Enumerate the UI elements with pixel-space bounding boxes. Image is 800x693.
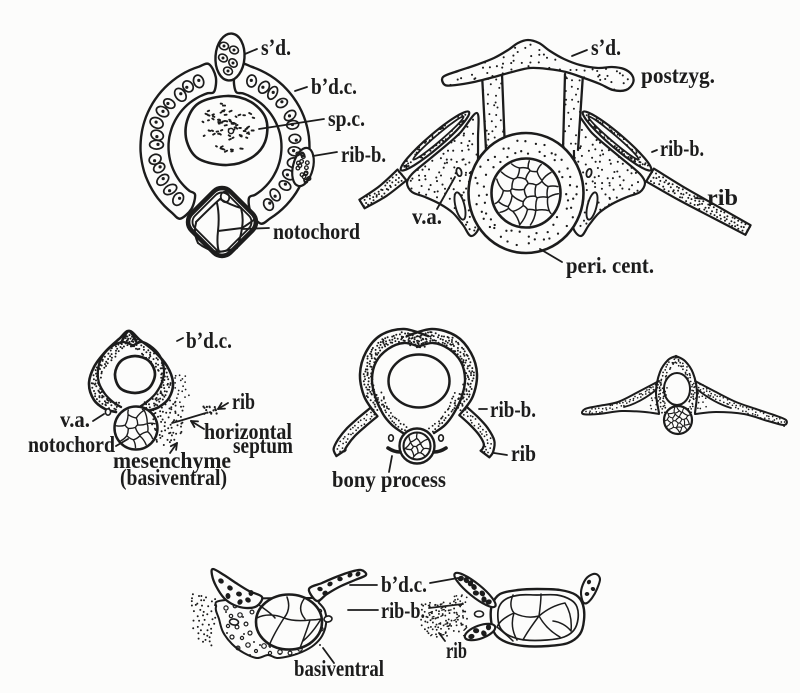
svg-text:notochord: notochord [273, 219, 360, 244]
svg-text:mesenchyme: mesenchyme [113, 448, 231, 473]
svg-text:rib: rib [707, 185, 738, 210]
svg-text:v.a.: v.a. [412, 204, 442, 229]
svg-text:rib: rib [446, 638, 467, 663]
svg-text:s’d.: s’d. [591, 35, 621, 60]
svg-text:v.a.: v.a. [60, 407, 90, 432]
svg-text:basiventral: basiventral [294, 656, 384, 681]
svg-text:horizontal: horizontal [204, 419, 292, 444]
svg-text:rib-b.: rib-b. [660, 136, 704, 161]
svg-text:b’d.c.: b’d.c. [381, 572, 427, 597]
svg-text:sp.c.: sp.c. [328, 106, 365, 131]
svg-text:peri. cent.: peri. cent. [566, 253, 654, 278]
svg-text:rib-b.: rib-b. [381, 598, 425, 623]
svg-text:rib-b.: rib-b. [490, 397, 536, 422]
svg-text:rib-b.: rib-b. [341, 142, 386, 167]
svg-text:rib: rib [511, 441, 536, 466]
svg-text:septum: septum [233, 433, 293, 458]
svg-text:b’d.c.: b’d.c. [186, 328, 232, 353]
svg-text:postzyg.: postzyg. [641, 63, 715, 88]
svg-text:(basiventral): (basiventral) [120, 465, 227, 490]
svg-text:s’d.: s’d. [261, 35, 291, 60]
svg-text:notochord: notochord [28, 432, 115, 457]
svg-text:b’d.c.: b’d.c. [311, 74, 357, 99]
svg-text:bony process: bony process [332, 467, 446, 492]
svg-text:rib: rib [232, 389, 255, 414]
